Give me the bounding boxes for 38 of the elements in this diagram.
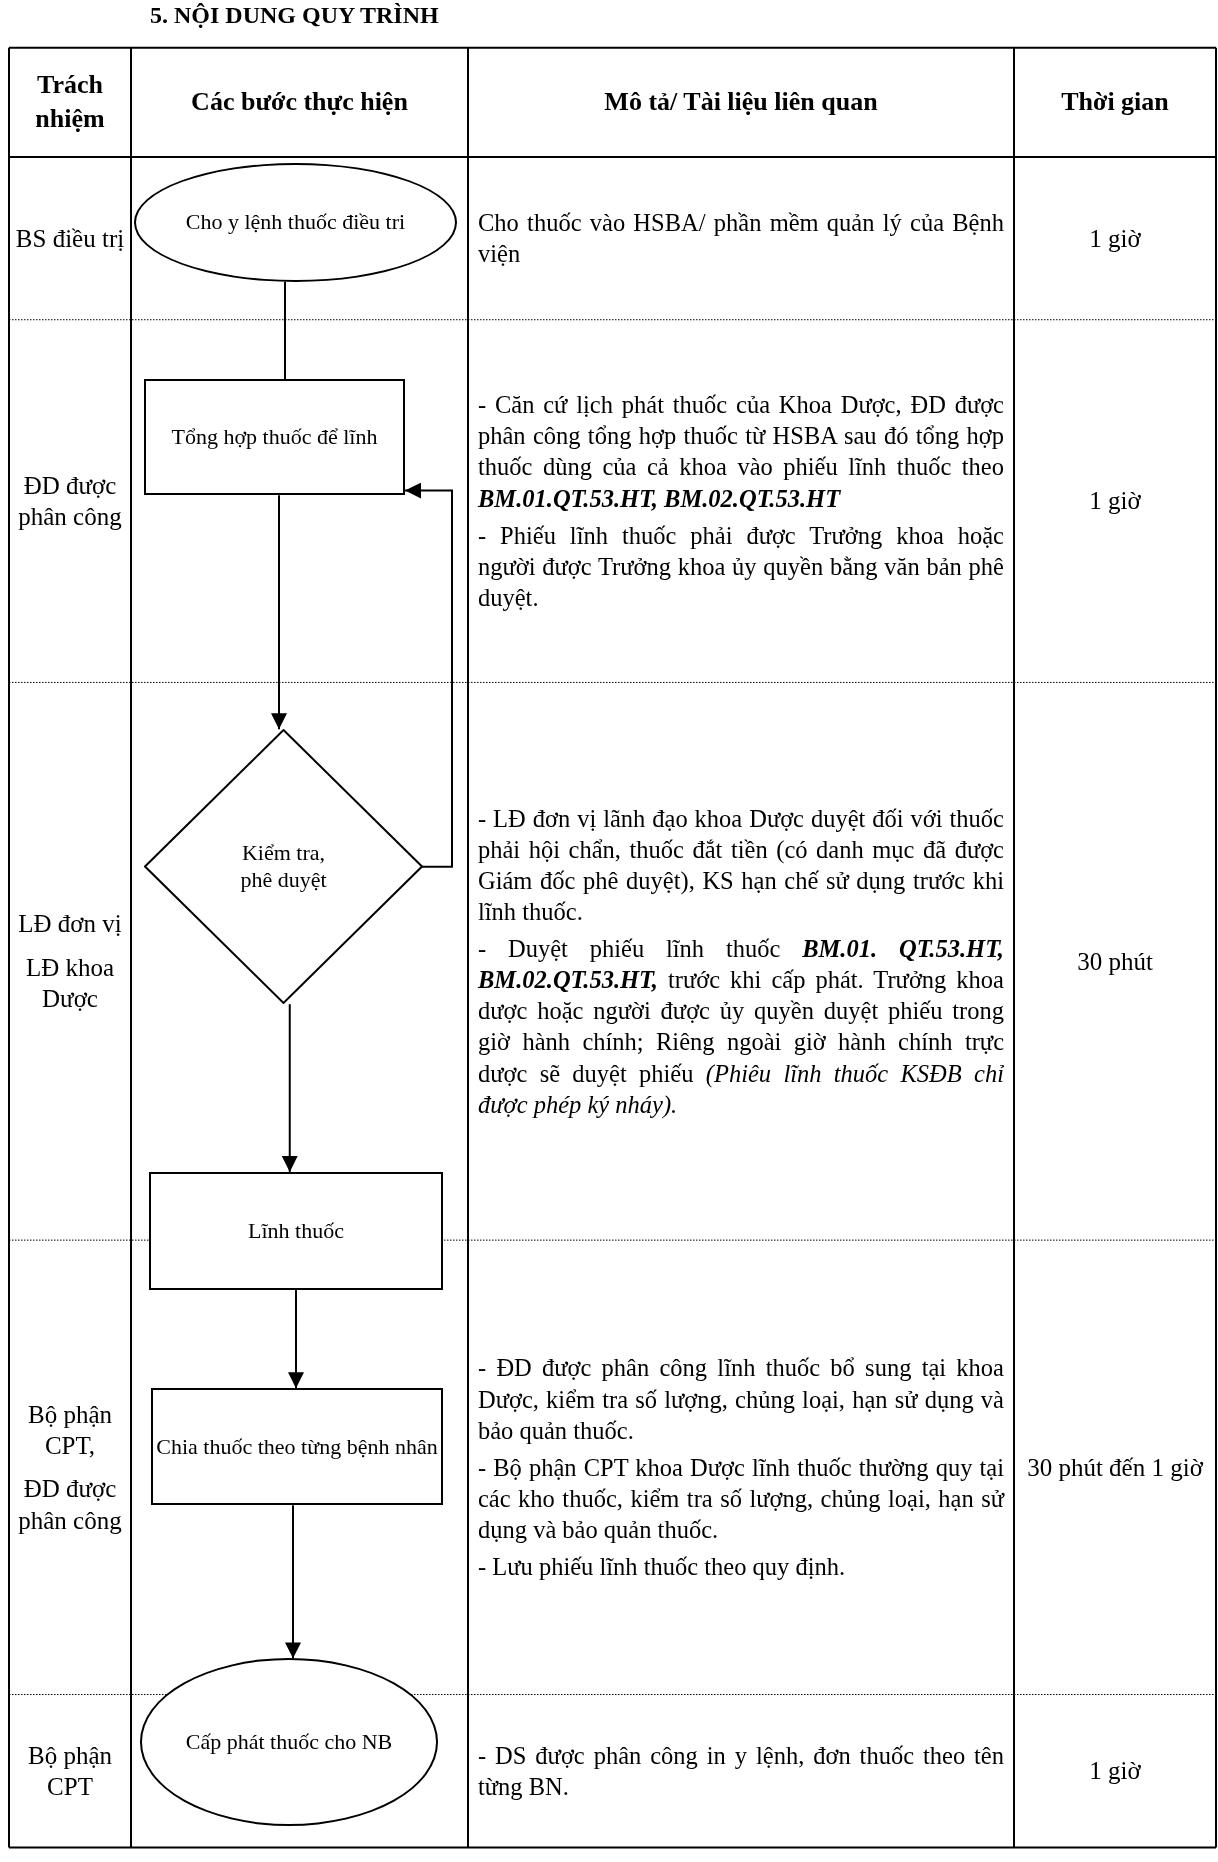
connector-line	[284, 280, 286, 381]
arrow	[404, 482, 453, 868]
arrow	[271, 494, 287, 731]
description-text: - Lưu phiếu lĩnh thuốc theo quy định.	[478, 1552, 847, 1583]
arrow	[285, 1504, 301, 1660]
arrow	[288, 1288, 304, 1390]
time-text: 1 giờ	[1089, 1756, 1141, 1787]
process-box: Lĩnh thuốc	[149, 1171, 443, 1290]
arrow	[281, 1003, 298, 1173]
column-header: Thời gian	[1061, 86, 1169, 119]
responsibility-text: LĐ khoa Dược	[24, 952, 116, 1014]
section-title: 5. NỘI DUNG QUY TRÌNH	[150, 2, 439, 29]
process-box: Tổng hợp thuốc để lĩnh	[144, 379, 405, 496]
description-text: - Phiếu lĩnh thuốc phải được Trưởng khoa hoặc người được Trưởng khoa ủy quyền bằng văn bản phê duyệt.	[478, 520, 1004, 613]
responsibility-text: ĐD được phân công	[17, 1474, 123, 1536]
column-header: Các bước thực hiện	[191, 86, 408, 119]
description-text: Cho thuốc vào HSBA/ phần mềm quản lý của Bệnh viện	[478, 208, 1004, 270]
column-header: Mô tả/ Tài liệu liên quan	[603, 86, 879, 119]
description-text: - Duyệt phiếu lĩnh thuốc BM.01. QT.53.HT, BM.02.QT.53.HT, trước khi cấp phát. Trưởng khoa dược hoặc người được ủy quyền duyệt phiếu trong giờ hành chính; Riêng ngoài giờ hành chính trực dược sẽ duyệt phiếu (Phiêu lĩnh thuốc KSĐB chỉ được phép ký nháy).	[478, 934, 1004, 1120]
column-header: Trách nhiệm	[34, 69, 106, 136]
responsibility-text: LĐ đơn vị	[18, 909, 122, 940]
process-box: Chia thuốc theo từng bệnh nhân	[151, 1388, 443, 1506]
decision-diamond: Kiểm tra, phê duyệt	[144, 729, 423, 1005]
time-text: 30 phút	[1077, 946, 1153, 977]
description-text: - ĐD được phân công lĩnh thuốc bổ sung tại khoa Dược, kiểm tra số lượng, chủng loại, hạn sử dụng và bảo quản thuốc.	[478, 1353, 1004, 1446]
responsibility-text: ĐD được phân công	[17, 470, 123, 533]
responsibility-text: BS điều trị	[15, 223, 125, 254]
description-text: - DS được phân công in y lệnh, đơn thuốc theo tên từng BN.	[478, 1740, 1004, 1802]
start-ellipse: Cho y lệnh thuốc điều tri	[134, 162, 457, 282]
time-text: 1 giờ	[1089, 486, 1141, 517]
description-text: - Bộ phận CPT khoa Dược lĩnh thuốc thường quy tại các kho thuốc, kiểm tra số lượng, chủng loại, hạn sử dụng và bảo quản thuốc.	[478, 1452, 1004, 1545]
end-ellipse: Cấp phát thuốc cho NB	[140, 1658, 438, 1827]
description-text: - Căn cứ lịch phát thuốc của Khoa Dược, ĐD được phân công tổng hợp thuốc từ HSBA sau đó tổng hợp thuốc dùng của cả khoa vào phiếu lĩnh thuốc theo BM.01.QT.53.HT, BM.02.QT.53.HT	[478, 390, 1004, 514]
responsibility-text: Bộ phận CPT	[27, 1740, 113, 1802]
time-text: 30 phút đến 1 giờ	[1027, 1452, 1203, 1483]
responsibility-text: Bộ phận CPT,	[27, 1399, 113, 1462]
description-text: - LĐ đơn vị lãnh đạo khoa Dược duyệt đối với thuốc phải hội chẩn, thuốc đắt tiền (có danh mục đã được Giám đốc phê duyệt), KS hạn chế sử dụng trước khi lĩnh thuốc.	[478, 803, 1004, 928]
time-text: 1 giờ	[1089, 223, 1141, 254]
